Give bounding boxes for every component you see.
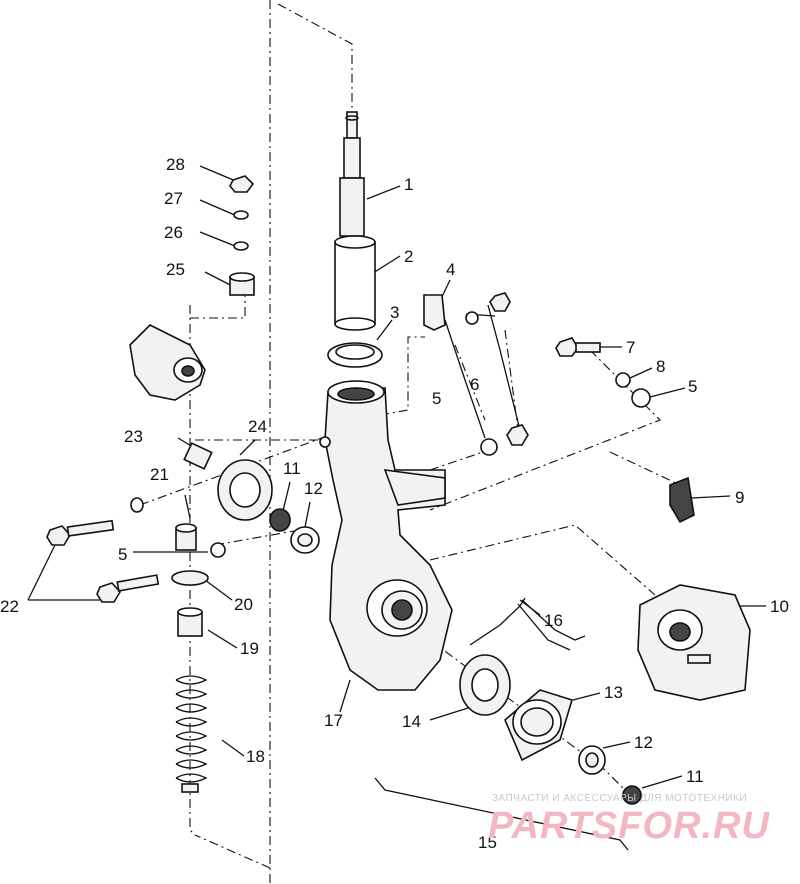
nut-washer-upper: [269, 508, 320, 554]
watermark: ЗАПЧАСТИ И АКСЕССУАРЫ ДЛЯ МОТОТЕХНИКИ PA…: [488, 793, 770, 847]
callout-28: 28: [166, 155, 185, 174]
watermark-caption: ЗАПЧАСТИ И АКСЕССУАРЫ ДЛЯ МОТОТЕХНИКИ: [492, 793, 747, 804]
brake-pad-part: [669, 476, 695, 524]
callout-17: 17: [324, 711, 343, 730]
callout-15: 15: [478, 833, 497, 852]
callout-16: 16: [544, 611, 563, 630]
knuckle-housing-part: [319, 380, 453, 691]
callout-5-upper: 5: [432, 389, 441, 408]
callout-3: 3: [390, 303, 399, 322]
spindle-shaft-part: [339, 111, 365, 237]
callout-25: 25: [166, 260, 185, 279]
callout-5-right: 5: [688, 377, 697, 396]
ring-part: [327, 342, 383, 368]
callout-5-left: 5: [118, 545, 127, 564]
callout-18: 18: [246, 747, 265, 766]
callout-8: 8: [656, 357, 665, 376]
callout-10: 10: [770, 597, 789, 616]
pin-part: [183, 442, 213, 470]
callout-12-upper: 12: [304, 479, 323, 498]
watermark-brand: PARTSFOR.RU: [488, 805, 770, 847]
nut-washer-lower: [578, 745, 642, 805]
bearing-part: [504, 689, 573, 762]
callout-20: 20: [234, 595, 253, 614]
callout-7: 7: [626, 338, 635, 357]
bracket-part: [423, 294, 446, 331]
caliper-part: [637, 584, 751, 701]
bolts-left: [46, 519, 160, 603]
callout-11-lower: 11: [686, 767, 704, 786]
sensor-wire-part: [469, 597, 586, 651]
callout-2: 2: [404, 247, 413, 266]
callout-23: 23: [124, 427, 143, 446]
bushing-stack-part: [229, 175, 255, 296]
callout-14: 14: [402, 712, 421, 731]
callout-21: 21: [150, 465, 169, 484]
callout-11-upper: 11: [283, 459, 301, 478]
leader-lines: [27, 165, 766, 851]
left-hardware-stack: [130, 497, 226, 637]
bolt-set-right: [555, 337, 651, 408]
callout-13: 13: [604, 683, 623, 702]
spring-part: [175, 675, 208, 793]
tube-part: [334, 235, 376, 331]
callout-6: 6: [470, 375, 479, 394]
callout-labels: 1 2 3 4 5 6 7 8 5 9 10 11 12 13 12 11 14…: [0, 155, 789, 852]
callout-4: 4: [446, 260, 455, 279]
washer-nut-upper: [465, 292, 529, 456]
shim-part: [459, 654, 511, 716]
callout-27: 27: [164, 189, 183, 208]
callout-19: 19: [240, 639, 259, 658]
callout-9: 9: [735, 488, 744, 507]
callout-24: 24: [248, 417, 267, 436]
callout-1: 1: [404, 175, 413, 194]
callout-22: 22: [0, 597, 19, 616]
seal-part: [217, 459, 273, 521]
callout-12-lower: 12: [634, 733, 653, 752]
callout-26: 26: [164, 223, 183, 242]
mount-bracket-part: [129, 324, 206, 401]
